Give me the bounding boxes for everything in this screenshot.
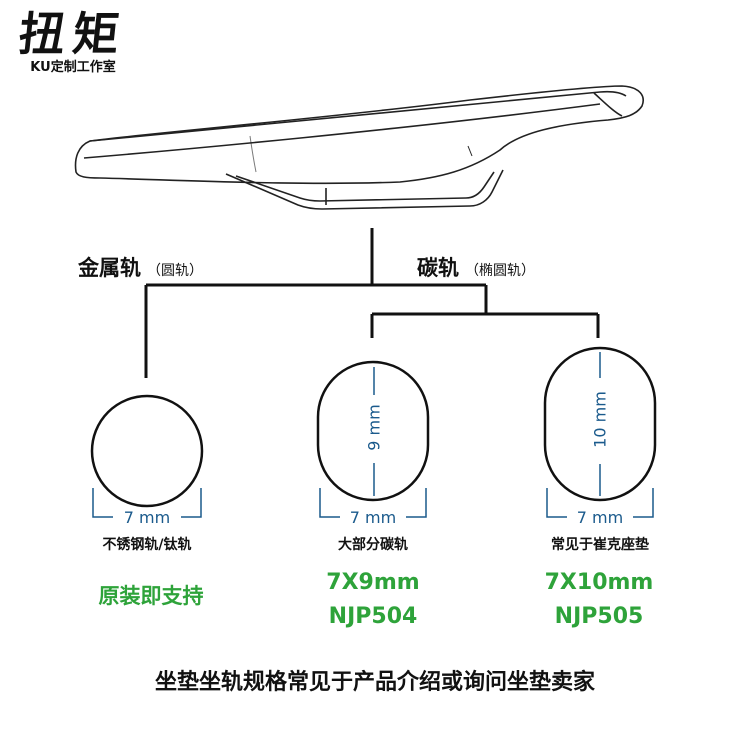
carbon-rail-label: 碳轨 xyxy=(417,256,459,280)
spec-7x9: 7X9mm xyxy=(326,570,420,595)
saddle-illustration xyxy=(74,85,644,210)
model-njp505: NJP505 xyxy=(554,604,644,629)
metal-rail-note: （圆轨） xyxy=(147,263,203,279)
width-label-7x9: 7 mm xyxy=(349,508,397,527)
support-round: 原装即支持 xyxy=(98,584,204,608)
height-label-10: 10 mm xyxy=(590,391,610,448)
width-label-7x10: 7 mm xyxy=(576,508,624,527)
width-brackets xyxy=(92,488,654,518)
spec-7x10: 7X10mm xyxy=(544,570,654,595)
carbon-rail-branch: 碳轨 （椭圆轨） xyxy=(417,252,535,282)
model-njp504: NJP504 xyxy=(328,604,418,629)
metal-rail-branch: 金属轨 （圆轨） xyxy=(78,252,203,282)
rail-name-7x10: 常见于崔克座垫 xyxy=(551,537,649,553)
carbon-rail-note: （椭圆轨） xyxy=(465,263,535,279)
height-label-9: 9 mm xyxy=(364,404,384,451)
footer-note: 坐垫坐轨规格常见于产品介绍或询问坐垫卖家 xyxy=(154,670,595,695)
brand-logo: 扭矩 KU定制工作室 xyxy=(14,7,132,76)
width-label-round: 7 mm xyxy=(123,508,171,527)
metal-rail-label: 金属轨 xyxy=(78,256,141,280)
tree-connectors xyxy=(144,228,600,378)
round-rail-profile xyxy=(90,394,204,508)
rail-name-round: 不锈钢轨/钛轨 xyxy=(102,537,192,553)
oval-rail-profile-7x10 xyxy=(543,346,657,502)
logo-subtitle: KU定制工作室 xyxy=(30,60,116,75)
oval-rail-profile-7x9 xyxy=(316,360,430,502)
rail-name-7x9: 大部分碳轨 xyxy=(338,537,408,553)
